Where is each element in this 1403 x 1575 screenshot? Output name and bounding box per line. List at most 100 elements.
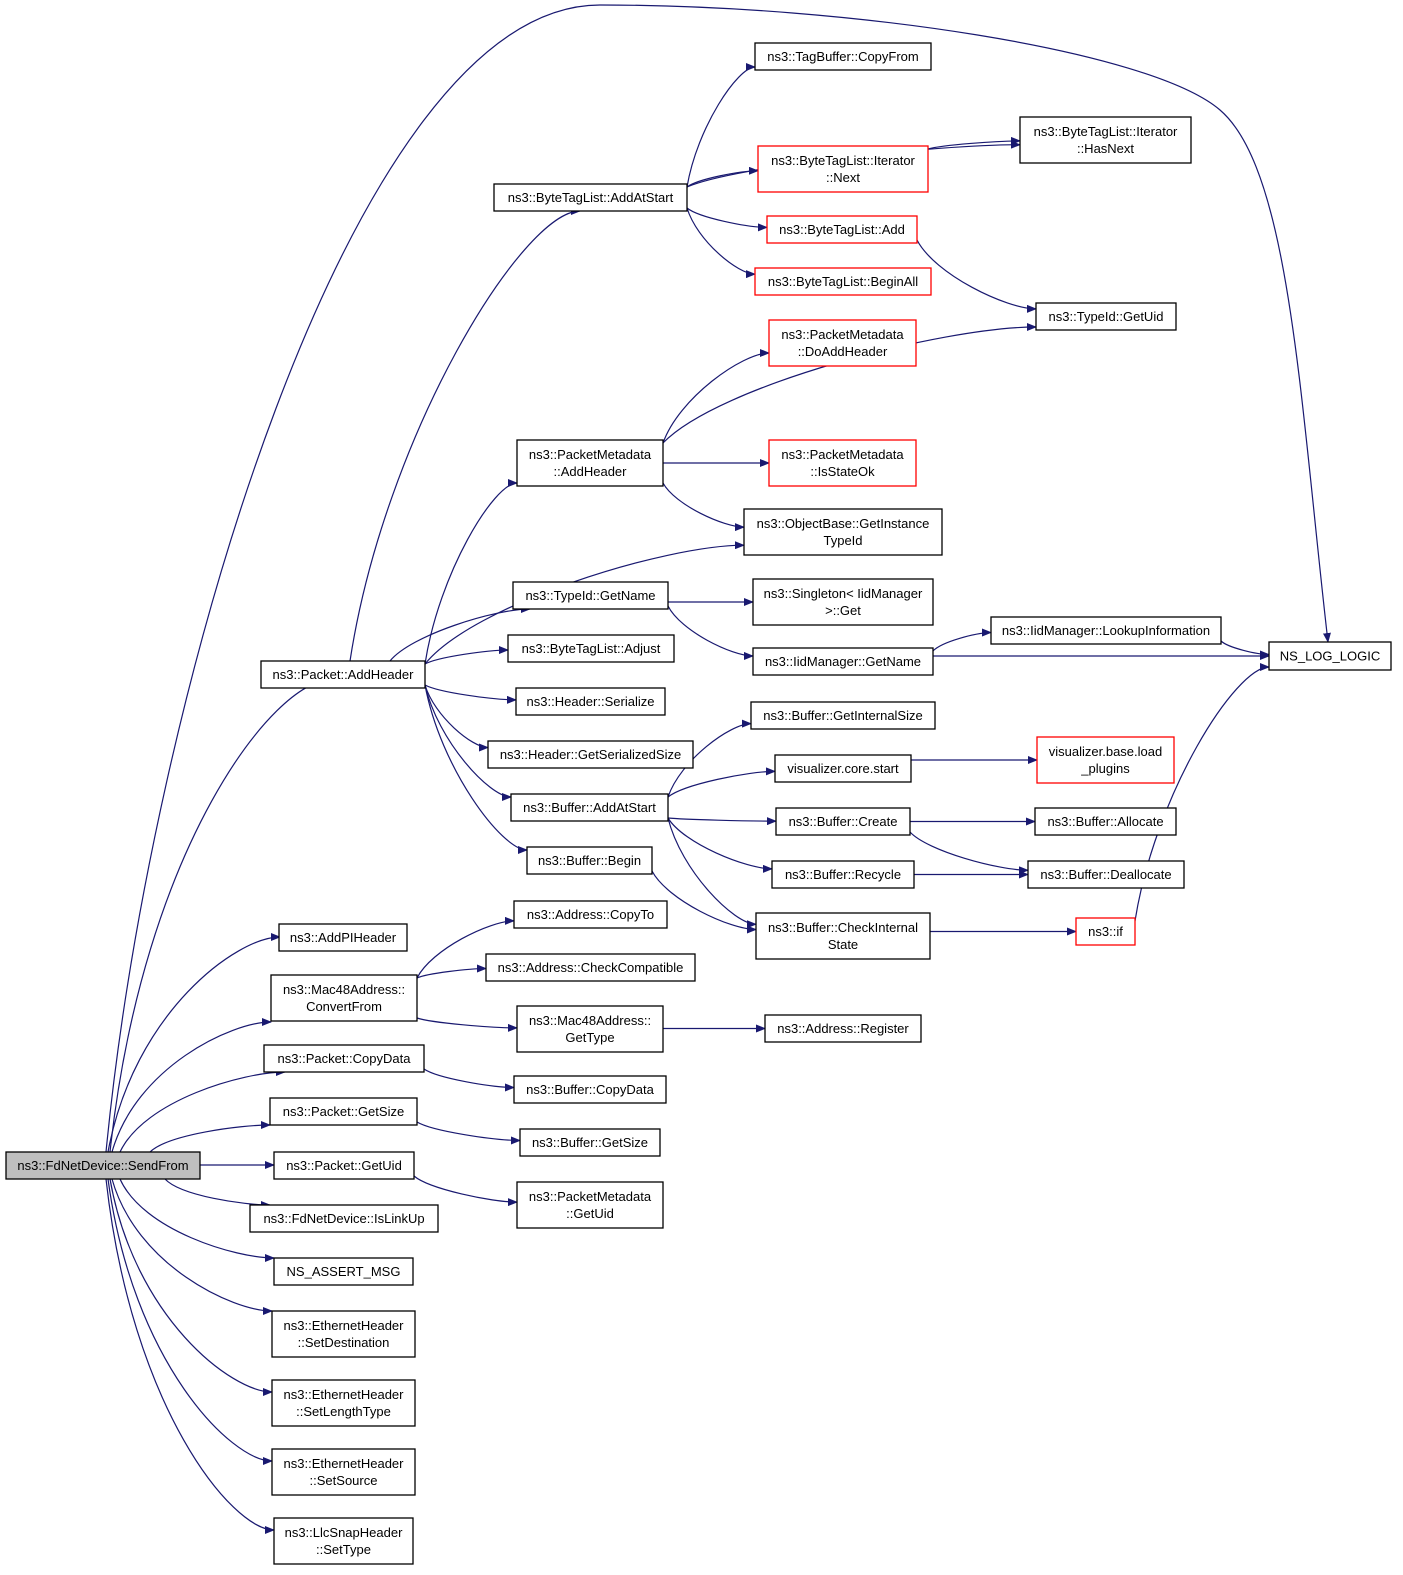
node-pm-is-state-ok[interactable]: ns3::PacketMetadata::IsStateOk <box>768 439 917 487</box>
node-box <box>273 1517 414 1565</box>
node-fd-is-link-up[interactable]: ns3::FdNetDevice::IsLinkUp <box>249 1204 439 1233</box>
call-edge-buf_add_at_start-to-buf_create <box>667 817 777 826</box>
node-label: ::GetUid <box>566 1206 614 1221</box>
node-header-serialize[interactable]: ns3::Header::Serialize <box>515 687 666 716</box>
node-send-from[interactable]: ns3::FdNetDevice::SendFrom <box>5 1151 201 1180</box>
node-singleton-get[interactable]: ns3::Singleton< IidManager >::Get <box>752 578 934 626</box>
node-btl-adjust[interactable]: ns3::ByteTagList::Adjust <box>507 634 675 663</box>
node-typeid-get-name[interactable]: ns3::TypeId::GetName <box>512 581 669 610</box>
node-pm-get-uid[interactable]: ns3::PacketMetadata::GetUid <box>516 1181 664 1229</box>
node-addr-check-compat[interactable]: ns3::Address::CheckCompatible <box>485 953 696 982</box>
node-pm-add-header[interactable]: ns3::PacketMetadata::AddHeader <box>516 439 664 487</box>
node-label: ns3::PacketMetadata <box>781 447 904 462</box>
node-eth-set-length[interactable]: ns3::EthernetHeader::SetLengthType <box>271 1379 416 1427</box>
node-buf-get-internal-size[interactable]: ns3::Buffer::GetInternalSize <box>750 701 936 730</box>
node-label: ns3::ByteTagList::BeginAll <box>768 274 918 289</box>
node-label: ns3::TypeId::GetUid <box>1049 309 1164 324</box>
node-btl-add[interactable]: ns3::ByteTagList::Add <box>766 215 918 244</box>
node-label: visualizer.core.start <box>787 761 899 776</box>
node-layer: ns3::FdNetDevice::SendFrom ns3::Packet::A… <box>5 42 1392 1565</box>
node-buf-create[interactable]: ns3::Buffer::Create <box>775 807 911 836</box>
node-buf-deallocate[interactable]: ns3::Buffer::Deallocate <box>1027 860 1185 889</box>
node-label: ns3::Packet::AddHeader <box>273 667 415 682</box>
node-buf-add-at-start[interactable]: ns3::Buffer::AddAtStart <box>510 793 669 822</box>
node-header-get-ser-size[interactable]: ns3::Header::GetSerializedSize <box>487 740 694 769</box>
node-box <box>755 912 931 960</box>
call-edge-btl_add_at_start-to-btl_add <box>686 207 768 232</box>
call-edge-send_from-to-pkt_copy_data <box>119 1068 286 1153</box>
call-edge-send_from-to-fd_is_link_up <box>164 1178 271 1209</box>
node-label: ns3::Singleton< IidManager <box>764 586 923 601</box>
call-edge-pkt_add_header-to-header_serialize <box>424 684 517 704</box>
node-box <box>260 660 426 689</box>
node-box <box>263 1044 425 1073</box>
call-edge-mac48_convert-to-addr_copy_to <box>416 916 515 979</box>
node-box <box>1027 860 1185 889</box>
node-label: ns3::Address::Register <box>777 1021 909 1036</box>
call-edge-send_from-to-pkt_add_header <box>109 676 331 1153</box>
node-label: ns3::Header::GetSerializedSize <box>500 747 681 762</box>
call-edge-pm_add_header-to-pm_do_add_header <box>662 349 770 444</box>
node-add-pi-header[interactable]: ns3::AddPIHeader <box>278 923 408 952</box>
node-buf-copy-data[interactable]: ns3::Buffer::CopyData <box>513 1075 667 1104</box>
node-btl-iter-next[interactable]: ns3::ByteTagList::Iterator::Next <box>757 145 929 193</box>
call-edge-buf_add_at_start-to-buf_recycle <box>667 817 773 873</box>
node-box <box>752 647 934 676</box>
node-label: ::DoAddHeader <box>798 344 888 359</box>
node-llc-set-type[interactable]: ns3::LlcSnapHeader::SetType <box>273 1517 414 1565</box>
node-iid-get-name[interactable]: ns3::IidManager::GetName <box>752 647 934 676</box>
call-edge-buf_begin-to-buf_check_internal <box>651 870 757 934</box>
node-box <box>1075 917 1136 946</box>
node-buf-recycle[interactable]: ns3::Buffer::Recycle <box>771 860 915 889</box>
node-addr-copy-to[interactable]: ns3::Address::CopyTo <box>513 900 668 929</box>
node-mac48-convert[interactable]: ns3::Mac48Address::ConvertFrom <box>270 974 418 1022</box>
node-eth-set-dest[interactable]: ns3::EthernetHeader::SetDestination <box>271 1310 416 1358</box>
node-label: ns3::Buffer::CheckInternal <box>768 920 918 935</box>
node-eth-set-source[interactable]: ns3::EthernetHeader::SetSource <box>271 1448 416 1496</box>
node-label: ns3::ByteTagList::Adjust <box>522 641 661 656</box>
call-edge-send_from-to-add_pi_header <box>107 933 281 1153</box>
node-pkt-get-uid[interactable]: ns3::Packet::GetUid <box>273 1151 415 1180</box>
call-edge-pkt_add_header-to-buf_begin <box>424 684 528 854</box>
call-edge-btl_add-to-typeid_get_uid <box>916 239 1037 313</box>
node-label: TypeId <box>823 533 862 548</box>
node-vis-core-start[interactable]: visualizer.core.start <box>774 754 912 783</box>
call-edge-pkt_add_header-to-header_get_ser_size <box>424 684 489 752</box>
node-box <box>1034 807 1177 836</box>
node-buf-get-size[interactable]: ns3::Buffer::GetSize <box>519 1128 661 1157</box>
node-tagbuf-copy-from[interactable]: ns3::TagBuffer::CopyFrom <box>754 42 932 71</box>
node-label: ns3::PacketMetadata <box>529 1189 652 1204</box>
node-btl-add-at-start[interactable]: ns3::ByteTagList::AddAtStart <box>493 183 688 212</box>
node-box <box>278 923 408 952</box>
node-pm-do-add-header[interactable]: ns3::PacketMetadata::DoAddHeader <box>768 319 917 367</box>
node-label: ns3::IidManager::GetName <box>765 654 921 669</box>
node-ns3-if[interactable]: ns3::if <box>1075 917 1136 946</box>
node-ns-log-logic[interactable]: NS_LOG_LOGIC <box>1268 641 1392 671</box>
node-addr-register[interactable]: ns3::Address::Register <box>764 1014 922 1043</box>
node-buf-allocate[interactable]: ns3::Buffer::Allocate <box>1034 807 1177 836</box>
node-btl-begin-all[interactable]: ns3::ByteTagList::BeginAll <box>754 267 932 296</box>
node-pkt-get-size[interactable]: ns3::Packet::GetSize <box>269 1097 418 1126</box>
node-label: ns3::Buffer::Recycle <box>785 867 901 882</box>
node-typeid-get-uid[interactable]: ns3::TypeId::GetUid <box>1035 302 1177 331</box>
node-pkt-copy-data[interactable]: ns3::Packet::CopyData <box>263 1044 425 1073</box>
node-mac48-get-type[interactable]: ns3::Mac48Address::GetType <box>516 1005 664 1053</box>
node-vis-base-load-plugins[interactable]: visualizer.base.load_plugins <box>1036 736 1175 784</box>
node-box <box>271 1379 416 1427</box>
call-edge-buf_add_at_start-to-vis_core_start <box>667 767 776 798</box>
node-pkt-add-header[interactable]: ns3::Packet::AddHeader <box>260 660 426 689</box>
node-box <box>5 1151 201 1180</box>
node-label: ns3::Mac48Address:: <box>283 982 405 997</box>
call-edge-btl_iter_next-to-btl_iter_has_next <box>927 136 1021 150</box>
node-buf-begin[interactable]: ns3::Buffer::Begin <box>526 846 653 875</box>
node-btl-iter-has-next[interactable]: ns3::ByteTagList::Iterator::HasNext <box>1019 116 1192 164</box>
node-iid-lookup-info[interactable]: ns3::IidManager::LookupInformation <box>990 616 1222 645</box>
node-label: ::IsStateOk <box>810 464 875 479</box>
node-label: ns3::IidManager::LookupInformation <box>1002 623 1210 638</box>
call-edge-send_from-to-eth_set_dest <box>111 1178 273 1315</box>
node-label: ns3::Buffer::GetInternalSize <box>763 708 922 723</box>
node-ns-assert-msg[interactable]: NS_ASSERT_MSG <box>273 1257 414 1286</box>
node-label: ns3::EthernetHeader <box>284 1387 405 1402</box>
